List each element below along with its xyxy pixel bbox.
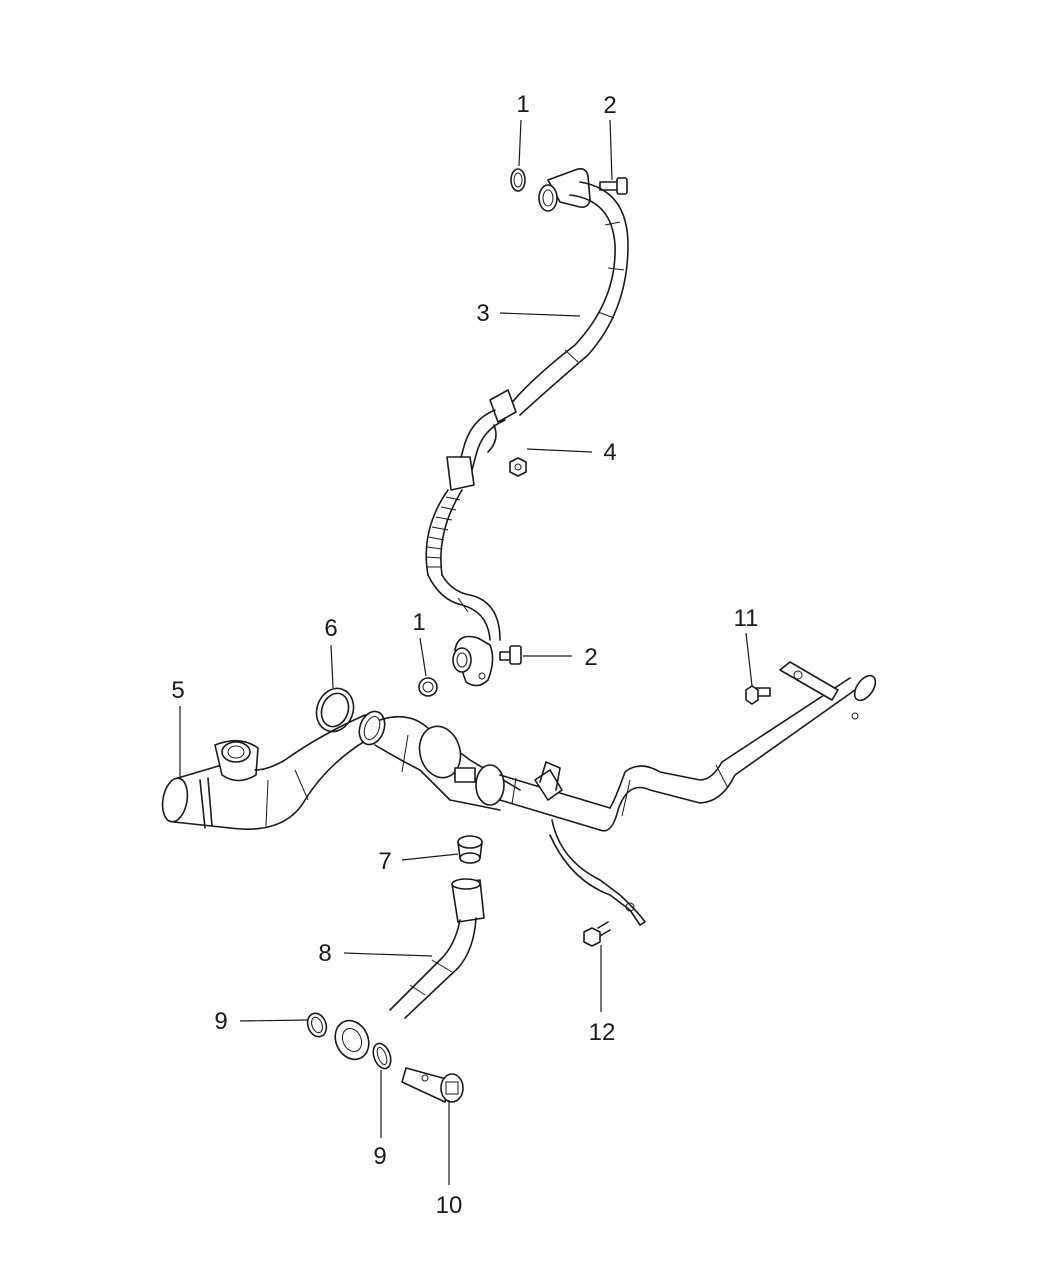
turbo-coolant-tube-upper bbox=[425, 168, 629, 687]
callout-9-right: 9 bbox=[373, 1143, 386, 1170]
callout-1-upper: 1 bbox=[516, 91, 529, 118]
callout-2-middle: 2 bbox=[584, 644, 597, 671]
callout-10: 10 bbox=[436, 1192, 463, 1219]
callout-9-left: 9 bbox=[214, 1008, 227, 1035]
callout-7: 7 bbox=[378, 848, 391, 875]
o-ring-upper bbox=[510, 168, 526, 192]
o-ring-middle bbox=[418, 677, 438, 697]
callout-8: 8 bbox=[318, 940, 331, 967]
callout-3: 3 bbox=[476, 300, 489, 327]
callout-11: 11 bbox=[734, 605, 759, 632]
callout-12: 12 bbox=[589, 1019, 616, 1046]
seal-ring bbox=[315, 687, 355, 733]
washer-right bbox=[372, 1042, 392, 1070]
callout-6: 6 bbox=[324, 615, 337, 642]
bolt-bracket bbox=[745, 685, 771, 705]
grommet bbox=[457, 835, 483, 864]
callout-1-middle: 1 bbox=[412, 609, 425, 636]
callout-4: 4 bbox=[603, 439, 616, 466]
callout-2-upper: 2 bbox=[603, 92, 616, 119]
nut bbox=[509, 457, 527, 477]
coolant-pipe-main bbox=[161, 661, 877, 926]
bolt-middle bbox=[499, 645, 522, 665]
leader-lines bbox=[179, 119, 753, 1185]
callout-5: 5 bbox=[171, 677, 184, 704]
drain-tube bbox=[334, 878, 485, 1061]
banjo-bolt bbox=[401, 1067, 464, 1103]
bolt-upper bbox=[599, 177, 628, 195]
callout-labels: 1 2 3 4 1 2 6 11 5 7 8 12 9 9 10 bbox=[171, 91, 758, 1219]
bolt-lower-bracket bbox=[583, 921, 611, 947]
washer-left bbox=[306, 1012, 328, 1038]
